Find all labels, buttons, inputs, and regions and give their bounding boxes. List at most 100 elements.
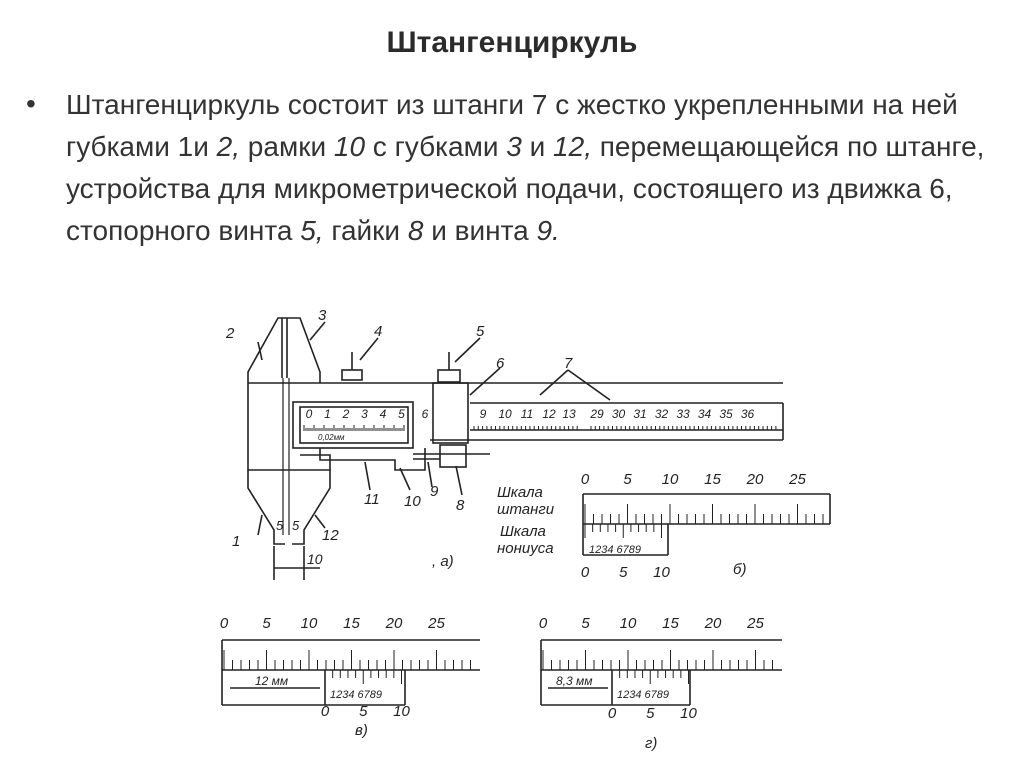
bullet-text: Штангенциркуль состоит из штанги 7 с жес… [66, 84, 1016, 252]
panel-v-vernier-digits: 1234 6789 [330, 689, 382, 701]
frame-window [299, 406, 409, 444]
panel_g-main-label: 15 [662, 615, 679, 632]
panel_v-main-label: 10 [301, 615, 318, 632]
panel_g-main-label: 5 [581, 615, 590, 632]
frame-scale-label: 0 [306, 407, 313, 421]
callout-1: 1 [232, 533, 240, 550]
frame-lower [319, 448, 426, 471]
bar-scale-label: 36 [741, 407, 755, 421]
frame-scale-label: 3 [361, 407, 368, 421]
bar-scale-label: 31 [633, 407, 646, 421]
panel-b-caption: б) [733, 561, 746, 578]
panel_v-main-label: 20 [385, 615, 403, 632]
panel_v-main-label: 0 [220, 615, 229, 632]
bullet-segment: 8 [407, 215, 424, 246]
panel_b-vernier-label: 0 [581, 564, 590, 581]
bullet-segment: перемещающейся по штанге, устройства для… [66, 131, 985, 246]
panel-b-label-vernier-1: Шкала [500, 523, 546, 540]
callout-3: 3 [318, 307, 327, 324]
bar-scale-label: 9 [480, 407, 487, 421]
panel_g-main-label: 25 [746, 615, 764, 632]
bullet-segment: гайки [323, 215, 408, 246]
panel_b-main-label: 20 [746, 471, 764, 488]
upper-jaws [247, 317, 321, 383]
panel_v-vernier-label: 0 [321, 703, 330, 720]
bar-scale-label: 30 [612, 407, 626, 421]
frame-scale-label: 2 [342, 407, 350, 421]
bar-scale-label: 11 [521, 407, 533, 421]
bullet-segment: рамки [240, 131, 334, 162]
panel_v-main-label: 15 [343, 615, 360, 632]
panel_b-main-label: 10 [662, 471, 679, 488]
bullet-segment: 12, [553, 131, 592, 162]
panel-v-caption: в) [355, 722, 368, 739]
bullet-dot: • [26, 88, 36, 119]
bullet-segment: 3 [506, 131, 522, 162]
caption-a: , а) [432, 553, 454, 570]
bar-scale-label: 12 [542, 407, 556, 421]
panel-g-reading: 8,3 мм [556, 674, 592, 688]
panel_b-main-label: 0 [581, 471, 590, 488]
panel-v-main-labels: 0 5 10 15 20 25 [220, 615, 446, 632]
bullet-segment: 5, [300, 215, 324, 246]
bar-scale-label: 13 [562, 407, 576, 421]
callout-11: 11 [364, 491, 380, 508]
panel-b-vernier-digits: 1234 6789 [589, 544, 641, 556]
bullet-segment: 9. [536, 215, 560, 246]
bullet-segment: 2, [216, 131, 241, 162]
panel_b-main-label: 25 [788, 471, 806, 488]
panel_g-vernier-label: 5 [646, 705, 655, 722]
panel_b-main-label: 5 [623, 471, 632, 488]
panel-g-vernier-labels: 0 5 10 [608, 705, 698, 722]
callout-5: 5 [476, 323, 485, 340]
dimension-10: 10 [307, 551, 323, 567]
panel_v-main-label: 25 [427, 615, 445, 632]
slider-6 [432, 382, 469, 444]
panel-g-vernier-digits: 1234 6789 [617, 689, 669, 701]
panel_g-vernier-label: 10 [680, 705, 697, 722]
panel-b-vernier-labels: 0 5 10 [581, 564, 671, 581]
panel_b-vernier-label: 5 [619, 564, 628, 581]
callout-6: 6 [496, 355, 505, 372]
panel-g-caption: г) [645, 735, 657, 752]
panel-v-reading: 12 мм [255, 674, 288, 688]
panel-b-label-main-2: штанги [497, 501, 555, 518]
callout-7: 7 [564, 355, 573, 372]
slide-title: Штангенциркуль [386, 26, 638, 59]
callout-10: 10 [404, 493, 421, 510]
callout-9: 9 [430, 483, 439, 500]
clamp-screw-4 [341, 369, 363, 381]
panel_v-vernier-label: 5 [359, 703, 368, 720]
panel_g-vernier-label: 0 [608, 705, 617, 722]
panel_v-main-label: 5 [262, 615, 271, 632]
bullet-segment: и [521, 131, 554, 162]
panel_b-vernier-label: 10 [653, 564, 670, 581]
clamp-screw-5 [437, 369, 461, 383]
bar-scale-label: 10 [498, 407, 512, 421]
lower-jaw-12 [292, 470, 331, 545]
callout-2: 2 [225, 325, 235, 342]
jaw-label-5b: 5 [292, 518, 300, 533]
callout-12: 12 [322, 527, 339, 544]
bullet-segment: и винта [423, 215, 537, 246]
bar-scale-label: 6 [422, 407, 429, 421]
panel_g-main-label: 0 [539, 615, 548, 632]
frame-scale-label: 5 [398, 407, 405, 421]
frame-scale-label: 1 [324, 407, 331, 421]
callout-8: 8 [456, 497, 465, 514]
panel-b-label-vernier-2: нониуса [497, 540, 554, 557]
frame-10 [292, 401, 414, 449]
panel_g-main-label: 20 [704, 615, 722, 632]
jaw-label-5a: 5 [276, 518, 284, 533]
lower-jaw-1 [247, 470, 285, 545]
bullet-segment: Штангенциркуль состоит из штанги 7 с жес… [66, 89, 958, 162]
bar-scale-label: 33 [676, 407, 690, 421]
bar-scale-label: 32 [655, 407, 669, 421]
bullet-segment: с губками [365, 131, 507, 162]
